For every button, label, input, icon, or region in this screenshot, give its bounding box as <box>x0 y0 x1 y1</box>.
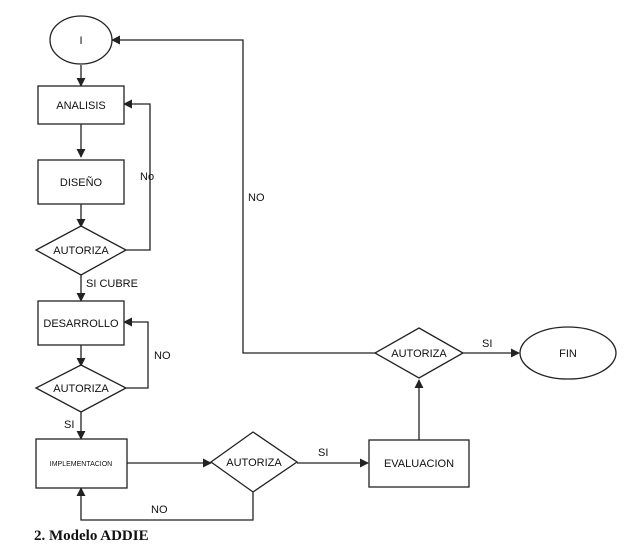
autoriza-2-label: AUTORIZA <box>53 383 109 395</box>
autoriza-4-label: AUTORIZA <box>391 348 447 360</box>
node-implementacion: IMPLEMENTACION <box>35 438 128 489</box>
autoriza-3-diamond <box>209 431 299 493</box>
implementacion-label: IMPLEMENTACION <box>50 461 113 468</box>
node-diseno: DISEÑO <box>37 159 125 205</box>
figure-caption: 2. Modelo ADDIE <box>34 528 149 544</box>
desarrollo-box <box>37 300 125 346</box>
node-end: FIN <box>519 326 617 380</box>
node-analisis: ANALISIS <box>37 85 125 125</box>
start-terminal-shape <box>49 15 113 65</box>
autoriza-3-no-label: NO <box>151 504 168 516</box>
node-desarrollo: DESARROLLO <box>37 300 125 346</box>
edge-labels: No SI CUBRE NO SI SI NO SI NO <box>64 171 492 516</box>
diseno-box <box>37 159 125 205</box>
edge-autoriza4-no-to-start <box>111 35 375 354</box>
autoriza-2-no-label: NO <box>154 350 171 362</box>
node-autoriza-3: AUTORIZA <box>209 431 299 493</box>
autoriza-1-diamond <box>34 225 128 276</box>
autoriza-4-si-label: SI <box>482 338 492 350</box>
autoriza-1-label: AUTORIZA <box>53 245 109 257</box>
diseno-label: DISEÑO <box>60 176 103 189</box>
autoriza-2-diamond <box>34 364 128 413</box>
implementacion-box <box>35 438 128 489</box>
node-autoriza-2: AUTORIZA <box>34 364 128 413</box>
edge-autoriza3-no-to-implementacion <box>76 487 254 521</box>
autoriza-3-label: AUTORIZA <box>226 457 282 469</box>
autoriza-1-si-label: SI CUBRE <box>86 278 138 290</box>
desarrollo-label: DESARROLLO <box>43 318 119 330</box>
evaluacion-box <box>368 439 470 488</box>
evaluacion-label: EVALUACION <box>384 458 454 470</box>
autoriza-4-no-label: NO <box>248 192 265 204</box>
autoriza-1-no-label: No <box>140 171 154 183</box>
node-start: I <box>49 15 113 65</box>
autoriza-2-si-label: SI <box>64 419 74 431</box>
node-autoriza-4: AUTORIZA <box>373 327 465 379</box>
edge-autoriza1-no-to-analisis <box>123 99 151 251</box>
end-terminal-shape <box>519 326 617 380</box>
end-label: FIN <box>559 348 577 360</box>
analisis-box <box>37 85 125 125</box>
connectors <box>76 35 520 521</box>
start-label: I <box>79 35 82 47</box>
node-evaluacion: EVALUACION <box>368 439 470 488</box>
autoriza-3-si-label: SI <box>318 447 328 459</box>
edge-autoriza2-no-to-desarrollo <box>123 317 149 389</box>
analisis-label: ANALISIS <box>56 100 106 112</box>
node-autoriza-1: AUTORIZA <box>34 225 128 276</box>
autoriza-4-diamond <box>373 327 465 379</box>
